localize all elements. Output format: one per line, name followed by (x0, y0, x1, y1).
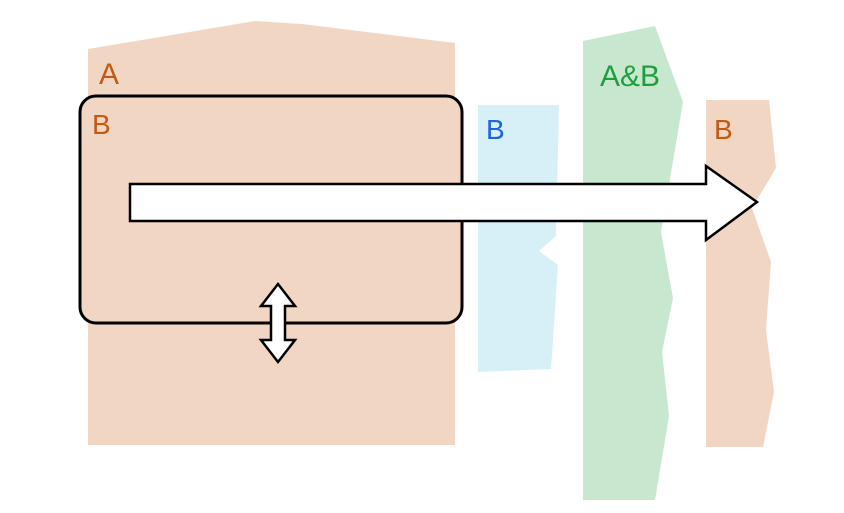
strip-ab-green-shape (583, 26, 683, 500)
horizontal-arrow (128, 163, 760, 243)
label-strip-b-right: B (714, 114, 733, 145)
label-region-b-main: B (92, 109, 111, 140)
label-region-a: A (99, 58, 119, 91)
label-strip-ab: A&B (600, 60, 660, 93)
label-strip-b-blue: B (486, 114, 505, 145)
strip-b-right-shape (706, 100, 776, 447)
vertical-double-arrow (258, 281, 298, 365)
strip-b-blue-shape (478, 105, 559, 372)
